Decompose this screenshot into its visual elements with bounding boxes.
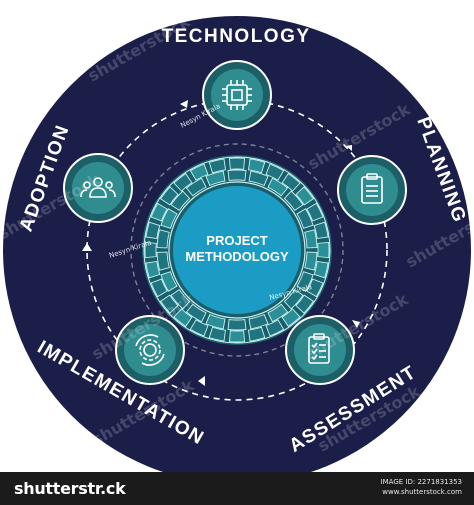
ring-segment (156, 251, 170, 271)
center-title-line1: PROJECT (206, 233, 267, 248)
footer-meta: IMAGE ID: 2271831353 www.shutterstock.co… (381, 477, 462, 497)
node-assessment (285, 315, 355, 385)
arrow-head (352, 320, 360, 328)
ring-segment (189, 319, 209, 337)
center-title-line2: METHODOLOGY (185, 249, 289, 264)
ring-segment (159, 294, 179, 314)
node-technology (202, 60, 272, 130)
ring-segment (281, 308, 301, 328)
ring-segment (295, 294, 315, 314)
diagram-canvas: TECHNOLOGY PLANNING ASSESSMENT IMPLEMENT… (3, 16, 474, 484)
ring-segment (296, 271, 314, 292)
ring-segment (185, 303, 207, 323)
ring-segment (173, 308, 193, 328)
ring-segment (205, 170, 226, 187)
ring-segment (173, 172, 193, 192)
ring-segment (170, 288, 191, 310)
clipboard-icon (361, 173, 383, 204)
ring-segment (306, 278, 324, 298)
ring-segment (170, 190, 191, 212)
ring-segment (227, 169, 247, 181)
ring-segment (189, 163, 209, 181)
ring-segment (156, 229, 170, 249)
ring-segment (304, 229, 318, 249)
ring-segment (313, 221, 329, 240)
inner-orbit-ring (130, 143, 344, 357)
ring-segment (283, 288, 304, 310)
ring-segment (228, 330, 246, 343)
arrow-head (180, 100, 188, 108)
central-ring-segments (144, 157, 330, 343)
ring-segment (267, 303, 289, 323)
ring-segment (185, 177, 207, 197)
footer-brand: shutterstr.ck (14, 479, 126, 498)
label-technology: TECHNOLOGY (161, 26, 310, 47)
arrow-head (82, 243, 92, 251)
orbit-arrows (82, 100, 360, 386)
node-adoption (63, 153, 133, 223)
ring-segment (227, 319, 247, 331)
node-implementation (115, 315, 185, 385)
ring-segment (160, 271, 178, 292)
ring-segment (265, 319, 285, 337)
ring-segment (208, 158, 227, 174)
ring-segment (313, 260, 329, 279)
gear-cycle-icon (135, 334, 165, 366)
node-planning (337, 155, 407, 225)
center-hub (173, 186, 301, 314)
ring-segment (228, 157, 246, 170)
methodology-diagram: TECHNOLOGY PLANNING ASSESSMENT IMPLEMENT… (3, 16, 474, 484)
ring-segment (306, 202, 324, 222)
ring-segment (150, 202, 168, 222)
ring-segment (267, 177, 289, 197)
arrow-head (198, 376, 205, 386)
ring-segment (205, 313, 226, 330)
ring-segment (281, 172, 301, 192)
ring-segment (145, 260, 161, 279)
ring-segment (317, 241, 330, 259)
ring-segment (159, 186, 179, 206)
ring-segment (247, 158, 266, 174)
stock-footer: shutterstr.ck IMAGE ID: 2271831353 www.s… (0, 472, 474, 505)
ring-segment (248, 170, 269, 187)
ring-segment (265, 163, 285, 181)
ring-segment (295, 186, 315, 206)
ring-segment (208, 326, 227, 342)
ring-segment (248, 313, 269, 330)
central-ring-inner-edge (168, 181, 306, 319)
arrow-head (346, 145, 352, 151)
ring-segment (283, 190, 304, 212)
ring-segment (304, 251, 318, 271)
watermark-text: shutterstock (405, 22, 474, 96)
team-icon (80, 177, 116, 198)
ring-segment (145, 221, 161, 240)
ring-segment (144, 241, 157, 259)
ring-segment (247, 326, 266, 342)
footer-site: www.shutterstock.com (382, 488, 462, 496)
checklist-icon (308, 333, 330, 364)
ring-segment (296, 208, 314, 229)
footer-image-id: IMAGE ID: 2271831353 (380, 478, 462, 486)
central-ring-outer-edge (143, 156, 331, 344)
ring-segment (150, 278, 168, 298)
chip-icon (222, 80, 252, 110)
ring-segment (160, 208, 178, 229)
